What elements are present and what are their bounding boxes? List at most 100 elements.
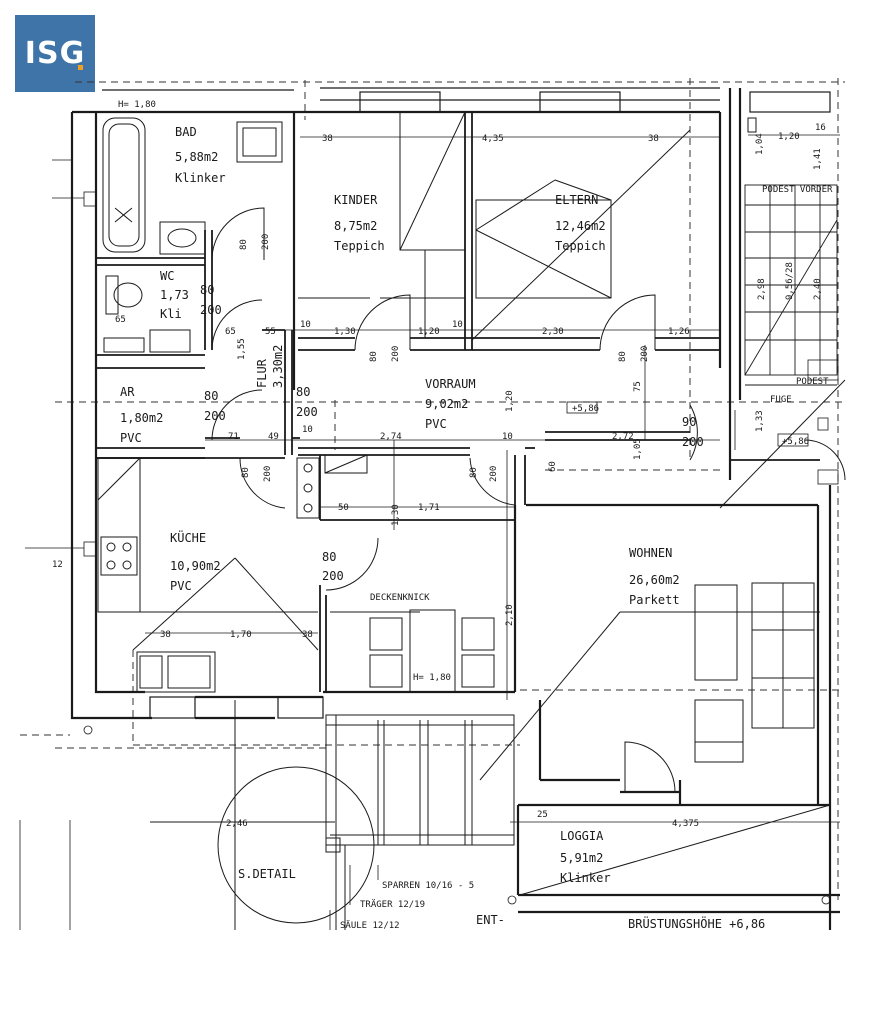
dim-label: 55 [265, 327, 276, 337]
dim-label: 12 [52, 560, 63, 570]
room-wohnen-name: WOHNEN [629, 546, 672, 560]
logo-dot [78, 65, 83, 70]
room-loggia-area: 5,91m2 [560, 851, 603, 865]
dim-label: 65 [115, 315, 126, 325]
door-entrance-height: 200 [682, 435, 704, 449]
dim-label: H= 1,80 [413, 673, 451, 683]
dim-label: 1,71 [418, 503, 440, 513]
door-kuche-width: 80 [241, 467, 251, 478]
room-eltern-name: ELTERN [555, 193, 598, 207]
room-wohnen-area: 26,60m2 [629, 573, 680, 587]
level-marker-box [566, 401, 598, 414]
room-vorraum-name: VORRAUM [425, 377, 476, 391]
room-bad-area: 5,88m2 [175, 150, 218, 164]
door-entrance-width: 90 [682, 415, 696, 429]
dim-label: 2,46 [226, 819, 248, 829]
dim-label: 10 [502, 432, 513, 442]
room-loggia-name: LOGGIA [560, 829, 604, 843]
room-flur-name: FLUR [255, 358, 269, 388]
dim-label: 1,20 [418, 327, 440, 337]
annotation-brust: BRÜSTUNGSHÖHE +6,86 [628, 915, 765, 931]
door-kinder-width: 80 [369, 351, 379, 362]
dim-label: 1,70 [230, 630, 252, 640]
door-kuche-height: 200 [263, 466, 273, 482]
annotation-stair: 9,56/28 [785, 262, 795, 300]
dim-label: 75 [633, 381, 643, 392]
door-wc-width: 80 [200, 283, 214, 297]
annotation-trager: TRÄGER 12/19 [360, 899, 425, 910]
door-bad-width: 80 [239, 239, 249, 250]
room-bad-name: BAD [175, 125, 197, 139]
annotation-sparren: SPARREN 10/16 - 5 [382, 881, 474, 891]
dim-label: 10 [452, 320, 463, 330]
door-flur-width: 80 [296, 385, 310, 399]
dim-label: 38 [648, 134, 659, 144]
dim-label: 2,30 [542, 327, 564, 337]
dim-label: H= 1,80 [118, 100, 156, 110]
dim-label: 2,40 [813, 278, 823, 300]
dim-label: 1,41 [813, 148, 823, 170]
dim-label: 1,05 [633, 438, 643, 460]
dim-label: 16 [815, 123, 826, 133]
level-marker-box [777, 433, 809, 447]
dim-label: 2,10 [505, 604, 515, 626]
annotation-fuge: FUGE [770, 395, 792, 405]
dim-label: 38 [302, 630, 313, 640]
door-kuche2-width: 80 [322, 550, 336, 564]
door-ar-width: 80 [204, 389, 218, 403]
dim-label: 1,30 [334, 327, 356, 337]
company-logo: ISG [15, 15, 95, 92]
dim-label: 65 [225, 327, 236, 337]
room-kinder-name: KINDER [334, 193, 378, 207]
dim-label: 49 [268, 432, 279, 442]
room-eltern-floor: Teppich [555, 239, 606, 253]
room-wohnen-floor: Parkett [629, 593, 680, 607]
dim-label: 1,04 [755, 133, 765, 155]
annotation-detail: S.DETAIL [238, 867, 296, 881]
dim-label: 4,375 [672, 819, 699, 829]
dim-label: 2,74 [380, 432, 402, 442]
door-eltern-height: 200 [640, 346, 650, 362]
door-bad-height: 200 [261, 234, 271, 250]
room-ar-floor: PVC [120, 431, 142, 445]
dim-label: 2,98 [757, 278, 767, 300]
room-kuche-floor: PVC [170, 579, 192, 593]
room-kuche-name: KÜCHE [170, 529, 206, 545]
room-wc-name: WC [160, 269, 174, 283]
annotation-ent: ENT- [476, 913, 505, 927]
dim-label: 10 [300, 320, 311, 330]
door-wohnen-height: 200 [489, 466, 499, 482]
dim-label: 2,72 [612, 432, 634, 442]
door-ar-height: 200 [204, 409, 226, 423]
annotation-deckenknick: DECKENKNICK [370, 593, 430, 603]
door-wohnen-width: 80 [469, 467, 479, 478]
annotation-saule: SÄULE 12/12 [340, 920, 400, 931]
room-kinder-area: 8,75m2 [334, 219, 377, 233]
room-loggia-floor: Klinker [560, 871, 611, 885]
annotation-level2: +5,86 [782, 437, 809, 447]
door-eltern-width: 80 [618, 351, 628, 362]
dim-label: 25 [537, 810, 548, 820]
dim-label: 60 [548, 461, 558, 472]
dim-label: 38 [160, 630, 171, 640]
room-bad-floor: Klinker [175, 171, 226, 185]
annotation-level: +5,86 [572, 404, 599, 414]
room-ar-area: 1,80m2 [120, 411, 163, 425]
dim-label: 1,26 [668, 327, 690, 337]
dim-label: 38 [322, 134, 333, 144]
room-kinder-floor: Teppich [334, 239, 385, 253]
dim-label: 1,55 [237, 338, 247, 360]
dim-label: 1,20 [778, 132, 800, 142]
door-kinder-height: 200 [391, 346, 401, 362]
annotation-podest: PODEST [796, 377, 829, 387]
room-flur-area: 3,30m2 [271, 345, 285, 388]
door-flur-height: 200 [296, 405, 318, 419]
room-eltern-area: 12,46m2 [555, 219, 606, 233]
room-ar-name: AR [120, 385, 135, 399]
door-kuche2-height: 200 [322, 569, 344, 583]
room-kuche-area: 10,90m2 [170, 559, 221, 573]
dim-label: 1,20 [505, 390, 515, 412]
dim-label: 10 [302, 425, 313, 435]
dim-label: 1,30 [391, 504, 401, 526]
